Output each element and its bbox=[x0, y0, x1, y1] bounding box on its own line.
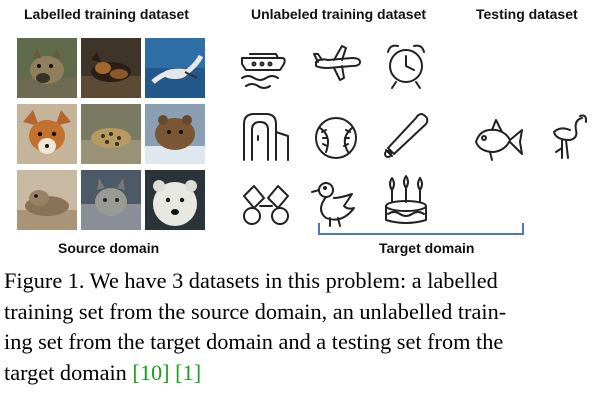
dog-photo bbox=[81, 38, 141, 98]
caption-line-text: target domain bbox=[4, 359, 133, 385]
hyena-photo bbox=[17, 38, 77, 98]
unlabeled-dataset-header: Unlabeled training dataset bbox=[251, 6, 427, 22]
fox-photo bbox=[17, 104, 77, 164]
source-domain-label: Source domain bbox=[58, 240, 160, 256]
caption-line: training set from the source domain, an … bbox=[4, 298, 507, 324]
target-domain-label: Target domain bbox=[379, 240, 475, 256]
citation-link[interactable]: [10] bbox=[132, 359, 170, 385]
flamingo-sketch bbox=[540, 108, 596, 164]
figure-caption: Figure 1. We have 3 datasets in this pro… bbox=[4, 266, 604, 388]
fish-sketch bbox=[470, 112, 526, 168]
bear-photo bbox=[145, 104, 205, 164]
door-sketch bbox=[236, 110, 292, 166]
baseball-sketch bbox=[308, 108, 364, 164]
testing-dataset-header: Testing dataset bbox=[476, 6, 578, 22]
lynx-photo bbox=[81, 170, 141, 230]
caption-line: Figure 1. We have 3 datasets in this pro… bbox=[4, 268, 498, 293]
binoculars-sketch bbox=[238, 176, 294, 232]
birthday-cake-sketch bbox=[378, 172, 434, 228]
baseball-bat-sketch bbox=[378, 108, 434, 164]
bird-sketch bbox=[308, 176, 364, 232]
leopard-photo bbox=[81, 104, 141, 164]
boat-sketch bbox=[236, 38, 292, 94]
airplane-sketch bbox=[308, 36, 364, 92]
bird-photo bbox=[145, 38, 205, 98]
polar-bear-photo bbox=[145, 170, 205, 230]
alarm-clock-sketch bbox=[378, 36, 434, 92]
seal-photo bbox=[17, 170, 77, 230]
caption-line: ing set from the target domain and a tes… bbox=[4, 329, 504, 354]
citation-link[interactable]: [1] bbox=[175, 359, 202, 385]
target-domain-bracket bbox=[318, 222, 524, 236]
labelled-dataset-header: Labelled training dataset bbox=[24, 6, 189, 22]
caption-last-line: target domain [10] [1] bbox=[4, 358, 604, 389]
source-photo-grid bbox=[17, 38, 205, 232]
